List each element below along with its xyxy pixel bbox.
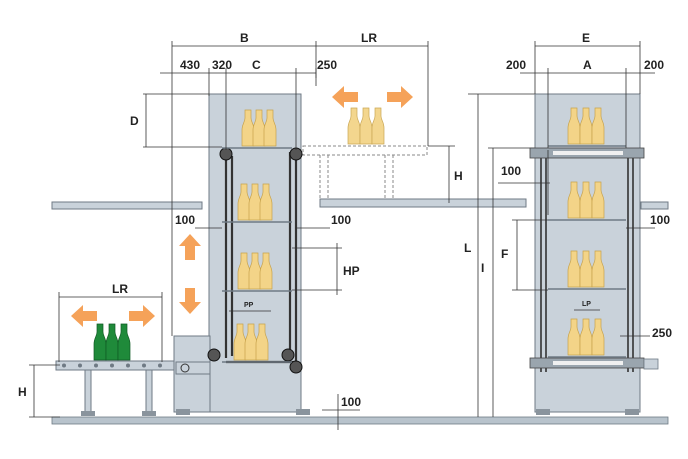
dim-label-430: 430 bbox=[180, 58, 200, 72]
side-dimension-labels: B LR 430 320 C 250 D H 100 100 HP PP LR … bbox=[18, 31, 484, 409]
dim-label-lr-bottom: LR bbox=[112, 282, 128, 296]
front-dimension-labels: E 200 A 200 100 F 100 LP 250 bbox=[501, 31, 672, 340]
dim-label-320: 320 bbox=[212, 58, 232, 72]
right-platform bbox=[640, 201, 669, 210]
dim-label-lp: LP bbox=[582, 301, 591, 308]
dim-label-e: E bbox=[582, 31, 590, 45]
dim-label-200-right: 200 bbox=[644, 58, 664, 72]
floor-line bbox=[51, 416, 669, 425]
front-rollers bbox=[529, 147, 659, 370]
dim-label-100-floor: 100 bbox=[341, 395, 361, 409]
dim-label-100-upper: 100 bbox=[501, 164, 521, 178]
front-chain-rails bbox=[540, 150, 634, 372]
upper-platform bbox=[319, 198, 527, 208]
side-shelves bbox=[222, 147, 292, 363]
dim-label-lr-top: LR bbox=[361, 31, 377, 45]
dim-label-100-left: 100 bbox=[175, 213, 195, 227]
front-dimension-lines bbox=[498, 41, 655, 337]
dim-label-f: F bbox=[501, 247, 508, 261]
dim-label-100-right: 100 bbox=[331, 213, 351, 227]
left-platform bbox=[51, 201, 203, 210]
dim-label-l: L bbox=[464, 241, 471, 255]
dim-label-a: A bbox=[583, 58, 592, 72]
dim-label-hp: HP bbox=[343, 264, 360, 278]
side-dimension-lines bbox=[29, 41, 535, 430]
dim-label-250-top: 250 bbox=[317, 58, 337, 72]
dim-label-h-bottom: H bbox=[18, 385, 27, 399]
dim-label-b: B bbox=[240, 31, 249, 45]
upper-conveyor-bottles bbox=[347, 107, 385, 145]
upper-conveyor bbox=[302, 145, 428, 198]
front-shelves bbox=[548, 145, 626, 358]
dim-label-pp: PP bbox=[244, 302, 254, 309]
dim-label-250-front: 250 bbox=[652, 326, 672, 340]
sprocket-icon bbox=[207, 147, 303, 374]
dim-label-d: D bbox=[130, 114, 139, 128]
arrow-icon bbox=[71, 86, 413, 327]
dim-label-c: C bbox=[252, 58, 261, 72]
green-bottles bbox=[93, 323, 131, 361]
dim-label-i: I bbox=[481, 261, 484, 275]
dim-label-200-left: 200 bbox=[506, 58, 526, 72]
lower-conveyor bbox=[55, 360, 211, 416]
dim-label-100-right-front: 100 bbox=[650, 213, 670, 227]
dim-label-h-top: H bbox=[454, 169, 463, 183]
